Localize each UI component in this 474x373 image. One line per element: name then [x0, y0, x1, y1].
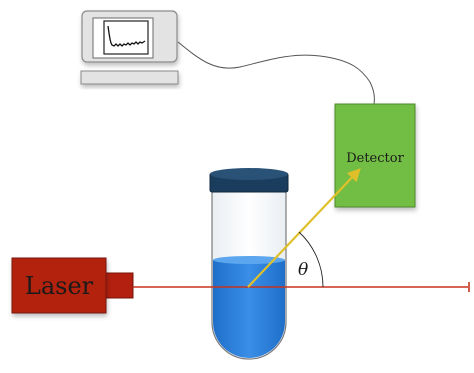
computer-base: [80, 70, 179, 85]
detector-box: [334, 103, 416, 208]
theta-label: θ: [298, 260, 308, 280]
laser-label: Laser: [25, 272, 94, 300]
scattered-beam: [247, 168, 361, 288]
detector-label: Detector: [346, 151, 404, 166]
plot-frame: [103, 20, 149, 55]
decay-curve-plot: [107, 25, 146, 47]
computer: [80, 10, 179, 85]
sample-tube: [209, 168, 289, 360]
tube-cap-top: [210, 168, 288, 180]
scattering-angle-arc: [298, 231, 324, 288]
liquid-surface: [213, 256, 285, 264]
detector: Detector: [334, 103, 416, 208]
laser-nozzle: [102, 272, 134, 299]
laser-box: [11, 257, 107, 314]
laser-source: Laser: [11, 257, 134, 314]
signal-cable: [177, 41, 375, 105]
sample-liquid: [213, 260, 285, 358]
